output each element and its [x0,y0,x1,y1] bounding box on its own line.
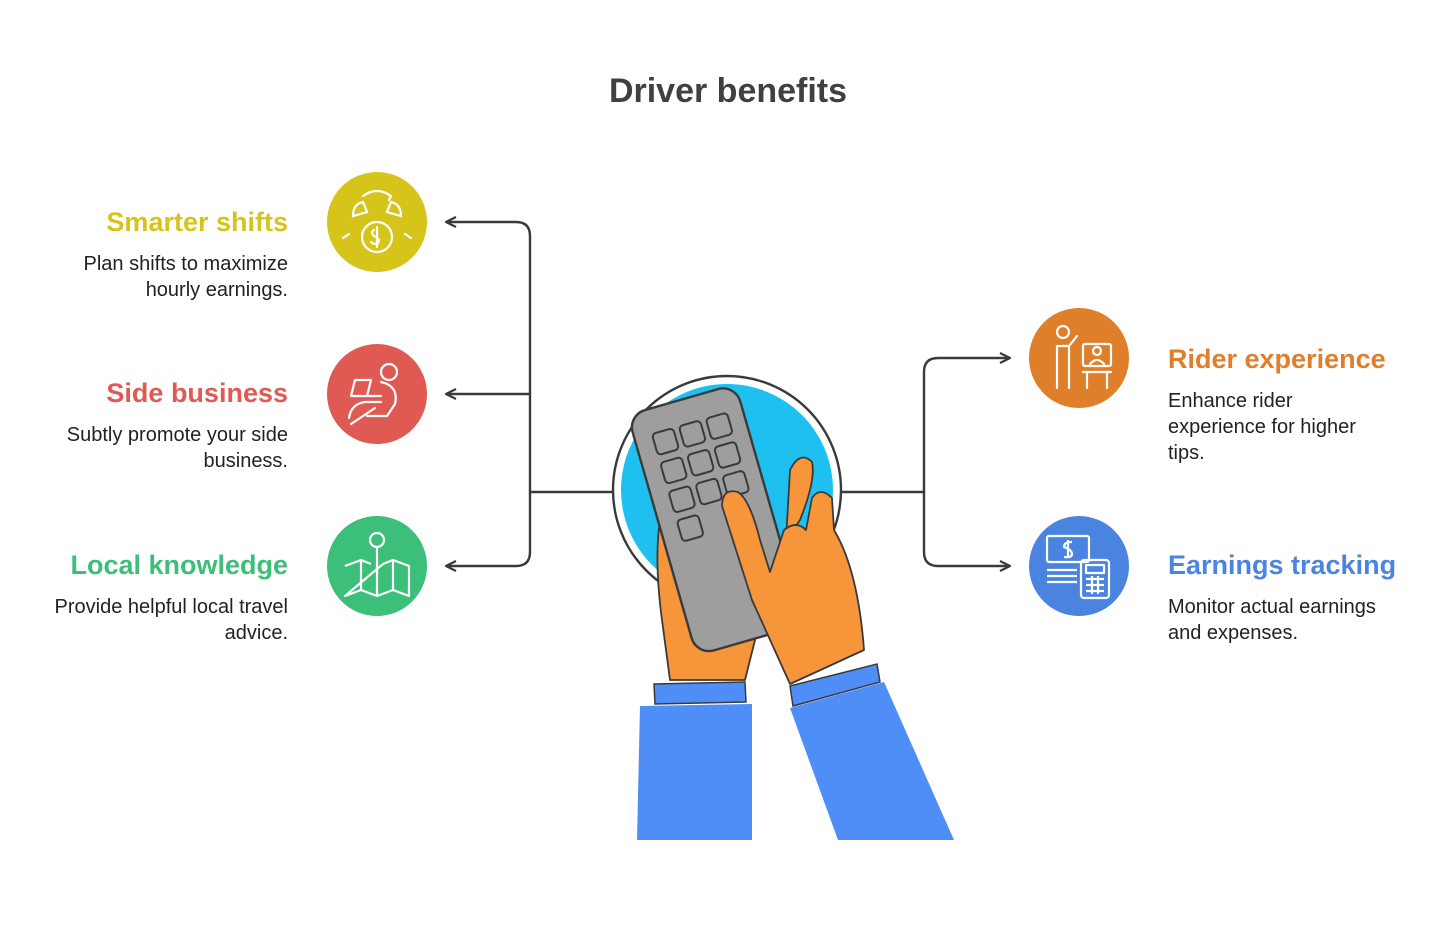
benefit-description: Monitor actual earnings and expenses. [1168,596,1376,644]
benefit-description: Subtly promote your side business. [66,424,288,472]
benefit-description: Enhance rider experience for higher tips… [1168,390,1356,464]
left-connectors [446,222,612,566]
benefit-heading: Local knowledge [70,550,288,580]
right-hand [721,490,865,685]
right-connectors [842,358,1010,566]
benefit-smarter-shifts: Smarter shifts Plan shifts to maximize h… [0,205,288,303]
left-sleeve [637,681,752,840]
left-thumb [784,456,814,544]
benefit-earnings-tracking: Earnings tracking Monitor actual earning… [1168,548,1428,646]
clock-money-icon [327,172,427,272]
benefit-rider-experience: Rider experience Enhance rider experienc… [1168,342,1428,466]
right-sleeve [789,663,954,840]
laptop-person-icon [327,344,427,444]
benefit-heading: Side business [106,378,288,408]
presenter-icon [1029,308,1129,408]
map-pin-icon [327,516,427,616]
diagram-title: Driver benefits [608,72,848,110]
benefit-local-knowledge: Local knowledge Provide helpful local tr… [0,548,288,646]
benefit-heading: Smarter shifts [106,207,288,237]
benefit-heading: Earnings tracking [1168,550,1397,580]
benefit-description: Provide helpful local travel advice. [54,596,288,644]
benefit-side-business: Side business Subtly promote your side b… [0,376,288,474]
benefit-description: Plan shifts to maximize hourly earnings. [83,253,288,301]
hands-calculator-icon [611,374,954,840]
cash-calculator-icon [1029,516,1129,616]
benefit-heading: Rider experience [1168,344,1386,374]
